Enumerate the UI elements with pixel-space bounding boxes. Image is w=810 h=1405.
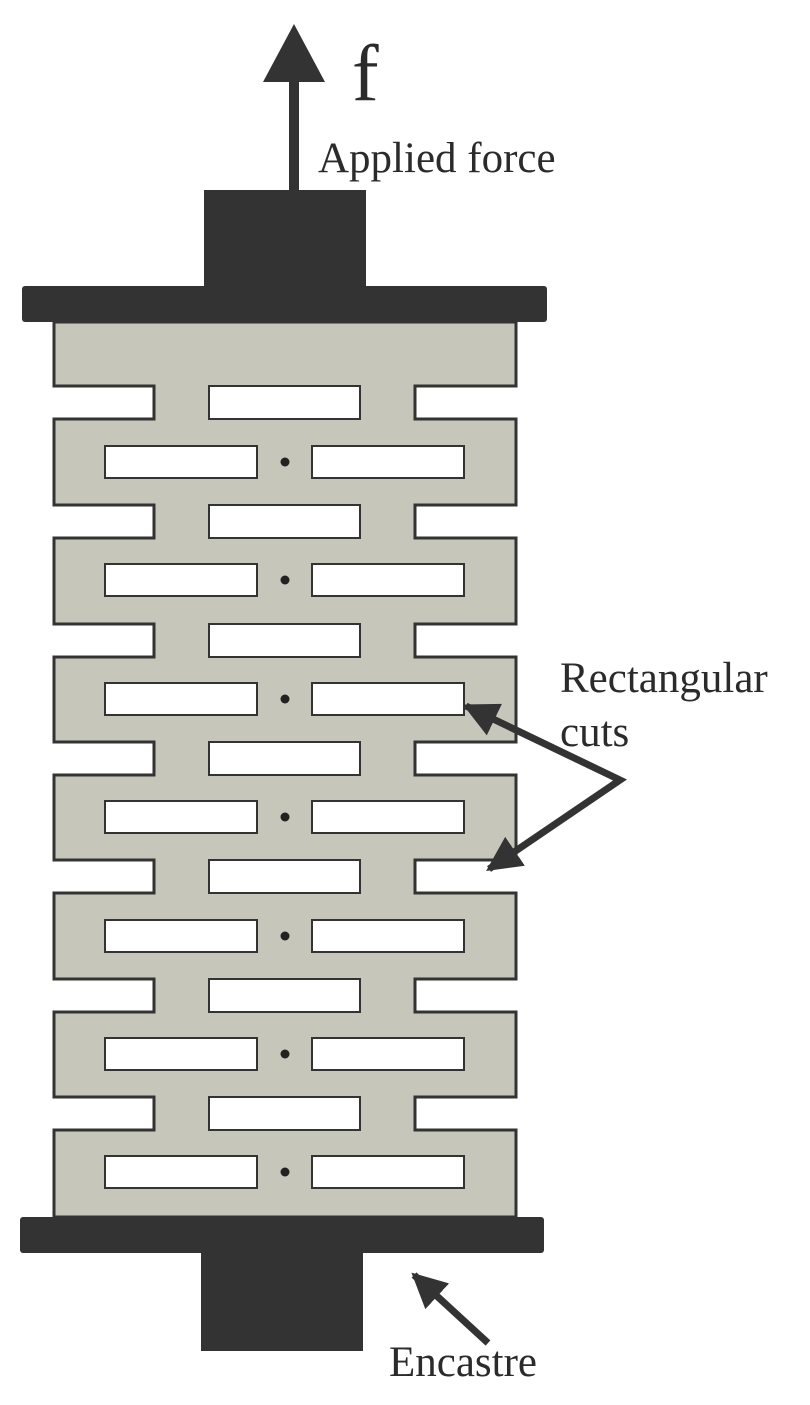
central-rectangular-cut: [208, 504, 361, 539]
left-rectangular-cut: [104, 800, 258, 834]
left-rectangular-cut: [104, 1155, 258, 1189]
rectangular-cuts-group: [104, 385, 465, 1189]
right-rectangular-cut: [311, 1037, 465, 1071]
central-rectangular-cut: [208, 978, 361, 1013]
right-rectangular-cut: [311, 800, 465, 834]
bottom-base-plate: [20, 1217, 544, 1253]
top-clamp-block: [204, 190, 366, 290]
center-pivot-dot: [280, 1049, 290, 1059]
center-pivot-dot: [280, 457, 290, 467]
central-rectangular-cut: [208, 859, 361, 894]
center-pivot-dot: [280, 694, 290, 704]
right-rectangular-cut: [311, 919, 465, 953]
central-rectangular-cut: [208, 385, 361, 420]
rectangular-cuts-label-line1: Rectangular: [560, 655, 768, 702]
center-pivot-dot: [280, 931, 290, 941]
left-rectangular-cut: [104, 1037, 258, 1071]
left-rectangular-cut: [104, 919, 258, 953]
center-pivot-dot: [280, 575, 290, 585]
center-pivot-dot: [280, 812, 290, 822]
encastre-block: [201, 1253, 363, 1351]
rectangular-cuts-pointer: [462, 702, 627, 872]
force-arrow-head: [263, 24, 325, 82]
central-rectangular-cut: [208, 623, 361, 658]
rectangular-cuts-label-line2: cuts: [560, 709, 629, 756]
encastre-pointer-arrow: [411, 1272, 491, 1346]
top-clamp-plate: [22, 286, 547, 322]
center-pivot-dot: [280, 1167, 290, 1177]
encastre-label: Encastre: [389, 1339, 537, 1386]
right-rectangular-cut: [311, 682, 465, 716]
force-symbol: f: [352, 30, 379, 118]
left-rectangular-cut: [104, 445, 258, 479]
right-rectangular-cut: [311, 445, 465, 479]
central-rectangular-cut: [208, 741, 361, 776]
left-rectangular-cut: [104, 563, 258, 597]
right-rectangular-cut: [311, 1155, 465, 1189]
right-rectangular-cut: [311, 563, 465, 597]
central-rectangular-cut: [208, 1096, 361, 1131]
left-rectangular-cut: [104, 682, 258, 716]
applied-force-label: Applied force: [318, 135, 556, 182]
